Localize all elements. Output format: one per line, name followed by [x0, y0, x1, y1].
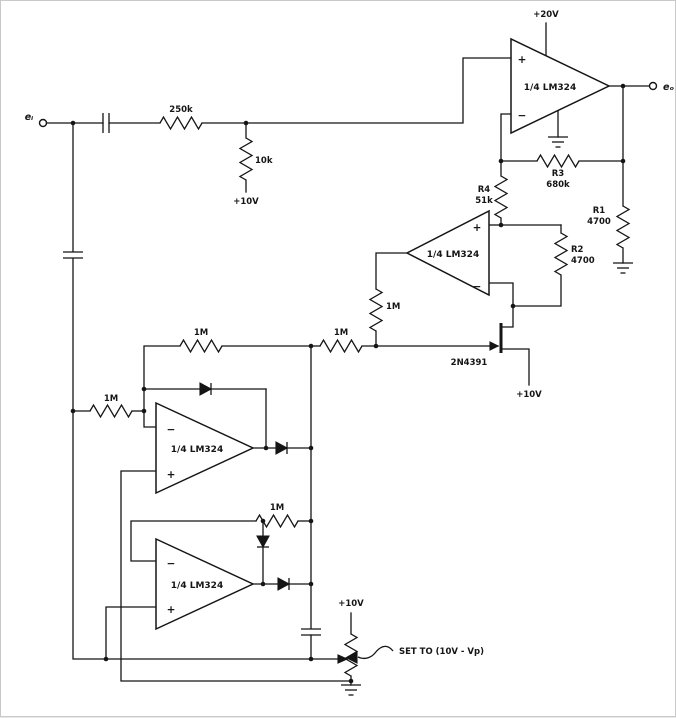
r4-value: 51k — [475, 196, 493, 206]
opamp-1 — [510, 37, 611, 135]
opamp-3-label: 1/4 LM324 — [171, 445, 223, 455]
output-label: eₒ — [663, 82, 674, 93]
opamp-3-minus-sign: − — [167, 424, 176, 436]
opamp-3 — [155, 401, 255, 495]
opamp-2-plus-sign: + — [473, 222, 482, 234]
wiper-arrow-icon — [337, 654, 349, 664]
ground-a1 — [547, 136, 569, 148]
output-diode-a4 — [277, 577, 290, 591]
input-capacitor — [102, 112, 110, 134]
resistor-10k-label: 10k — [255, 156, 273, 166]
set-to-note: SET TO (10V - Vp) — [399, 647, 484, 657]
resistor-10k — [239, 137, 253, 181]
r4-name: R4 — [478, 185, 491, 195]
r1-value: 4700 — [587, 217, 611, 227]
opamp-1-plus-sign: + — [518, 54, 527, 66]
resistor-1m-vertical-label: 1M — [386, 302, 400, 312]
supply-20v-label: +20V — [533, 10, 559, 20]
opamp-4-plus-sign: + — [167, 604, 176, 616]
note-squiggle-arrow — [357, 645, 394, 660]
r3-name: R3 — [552, 169, 565, 179]
resistor-250k — [159, 116, 203, 130]
jfet-2n4391 — [489, 323, 503, 353]
r2-name: R2 — [571, 245, 584, 255]
resistor-1m-farleft — [89, 404, 133, 418]
jfet-gate-arrow-icon — [489, 341, 500, 351]
r2-value: 4700 — [571, 256, 595, 266]
resistor-1m-left-label: 1M — [194, 328, 208, 338]
resistor-1m-a4-label: 1M — [270, 503, 284, 513]
hold-capacitor — [300, 628, 322, 636]
resistor-1m-left — [179, 339, 223, 353]
input-label: eᵢ — [25, 112, 34, 123]
opamp-2-label: 1/4 LM324 — [427, 250, 479, 260]
junction-dots — [70, 83, 626, 684]
ground-r1 — [612, 262, 634, 274]
resistor-r2 — [554, 232, 568, 276]
supply-10v-label-a: +10V — [233, 197, 259, 207]
wires — [46, 22, 650, 686]
opamp-4-label: 1/4 LM324 — [171, 581, 223, 591]
left-rail-capacitor — [62, 251, 84, 259]
ground-pot — [340, 684, 362, 696]
opamp-2-minus-sign: − — [473, 281, 482, 293]
output-terminal — [648, 81, 658, 91]
resistor-1m-farleft-label: 1M — [104, 394, 118, 404]
supply-10v-label-c: +10V — [338, 599, 364, 609]
resistor-r1 — [616, 205, 630, 249]
opamp-1-label: 1/4 LM324 — [524, 83, 576, 93]
vertical-diode-a4 — [256, 535, 270, 548]
opamp-3-plus-sign: + — [167, 469, 176, 481]
resistor-1m-mid — [319, 339, 363, 353]
opamp-2 — [405, 209, 490, 297]
opamp-1-minus-sign: − — [518, 110, 527, 122]
r1-name: R1 — [593, 206, 606, 216]
resistor-r4 — [494, 175, 508, 219]
opamp-4 — [155, 537, 255, 631]
resistor-1m-mid-label: 1M — [334, 328, 348, 338]
feedback-diode-a3 — [199, 382, 212, 396]
supply-10v-label-b: +10V — [516, 390, 542, 400]
opamp-4-minus-sign: − — [167, 558, 176, 570]
resistor-r3 — [536, 154, 580, 168]
jfet-label: 2N4391 — [451, 358, 488, 368]
note-arrowhead-icon — [345, 651, 358, 664]
r3-value: 680k — [546, 180, 570, 190]
input-terminal — [38, 118, 48, 128]
output-diode-a3 — [275, 441, 288, 455]
resistor-1m-vertical — [369, 288, 383, 332]
resistor-250k-label: 250k — [169, 105, 193, 115]
